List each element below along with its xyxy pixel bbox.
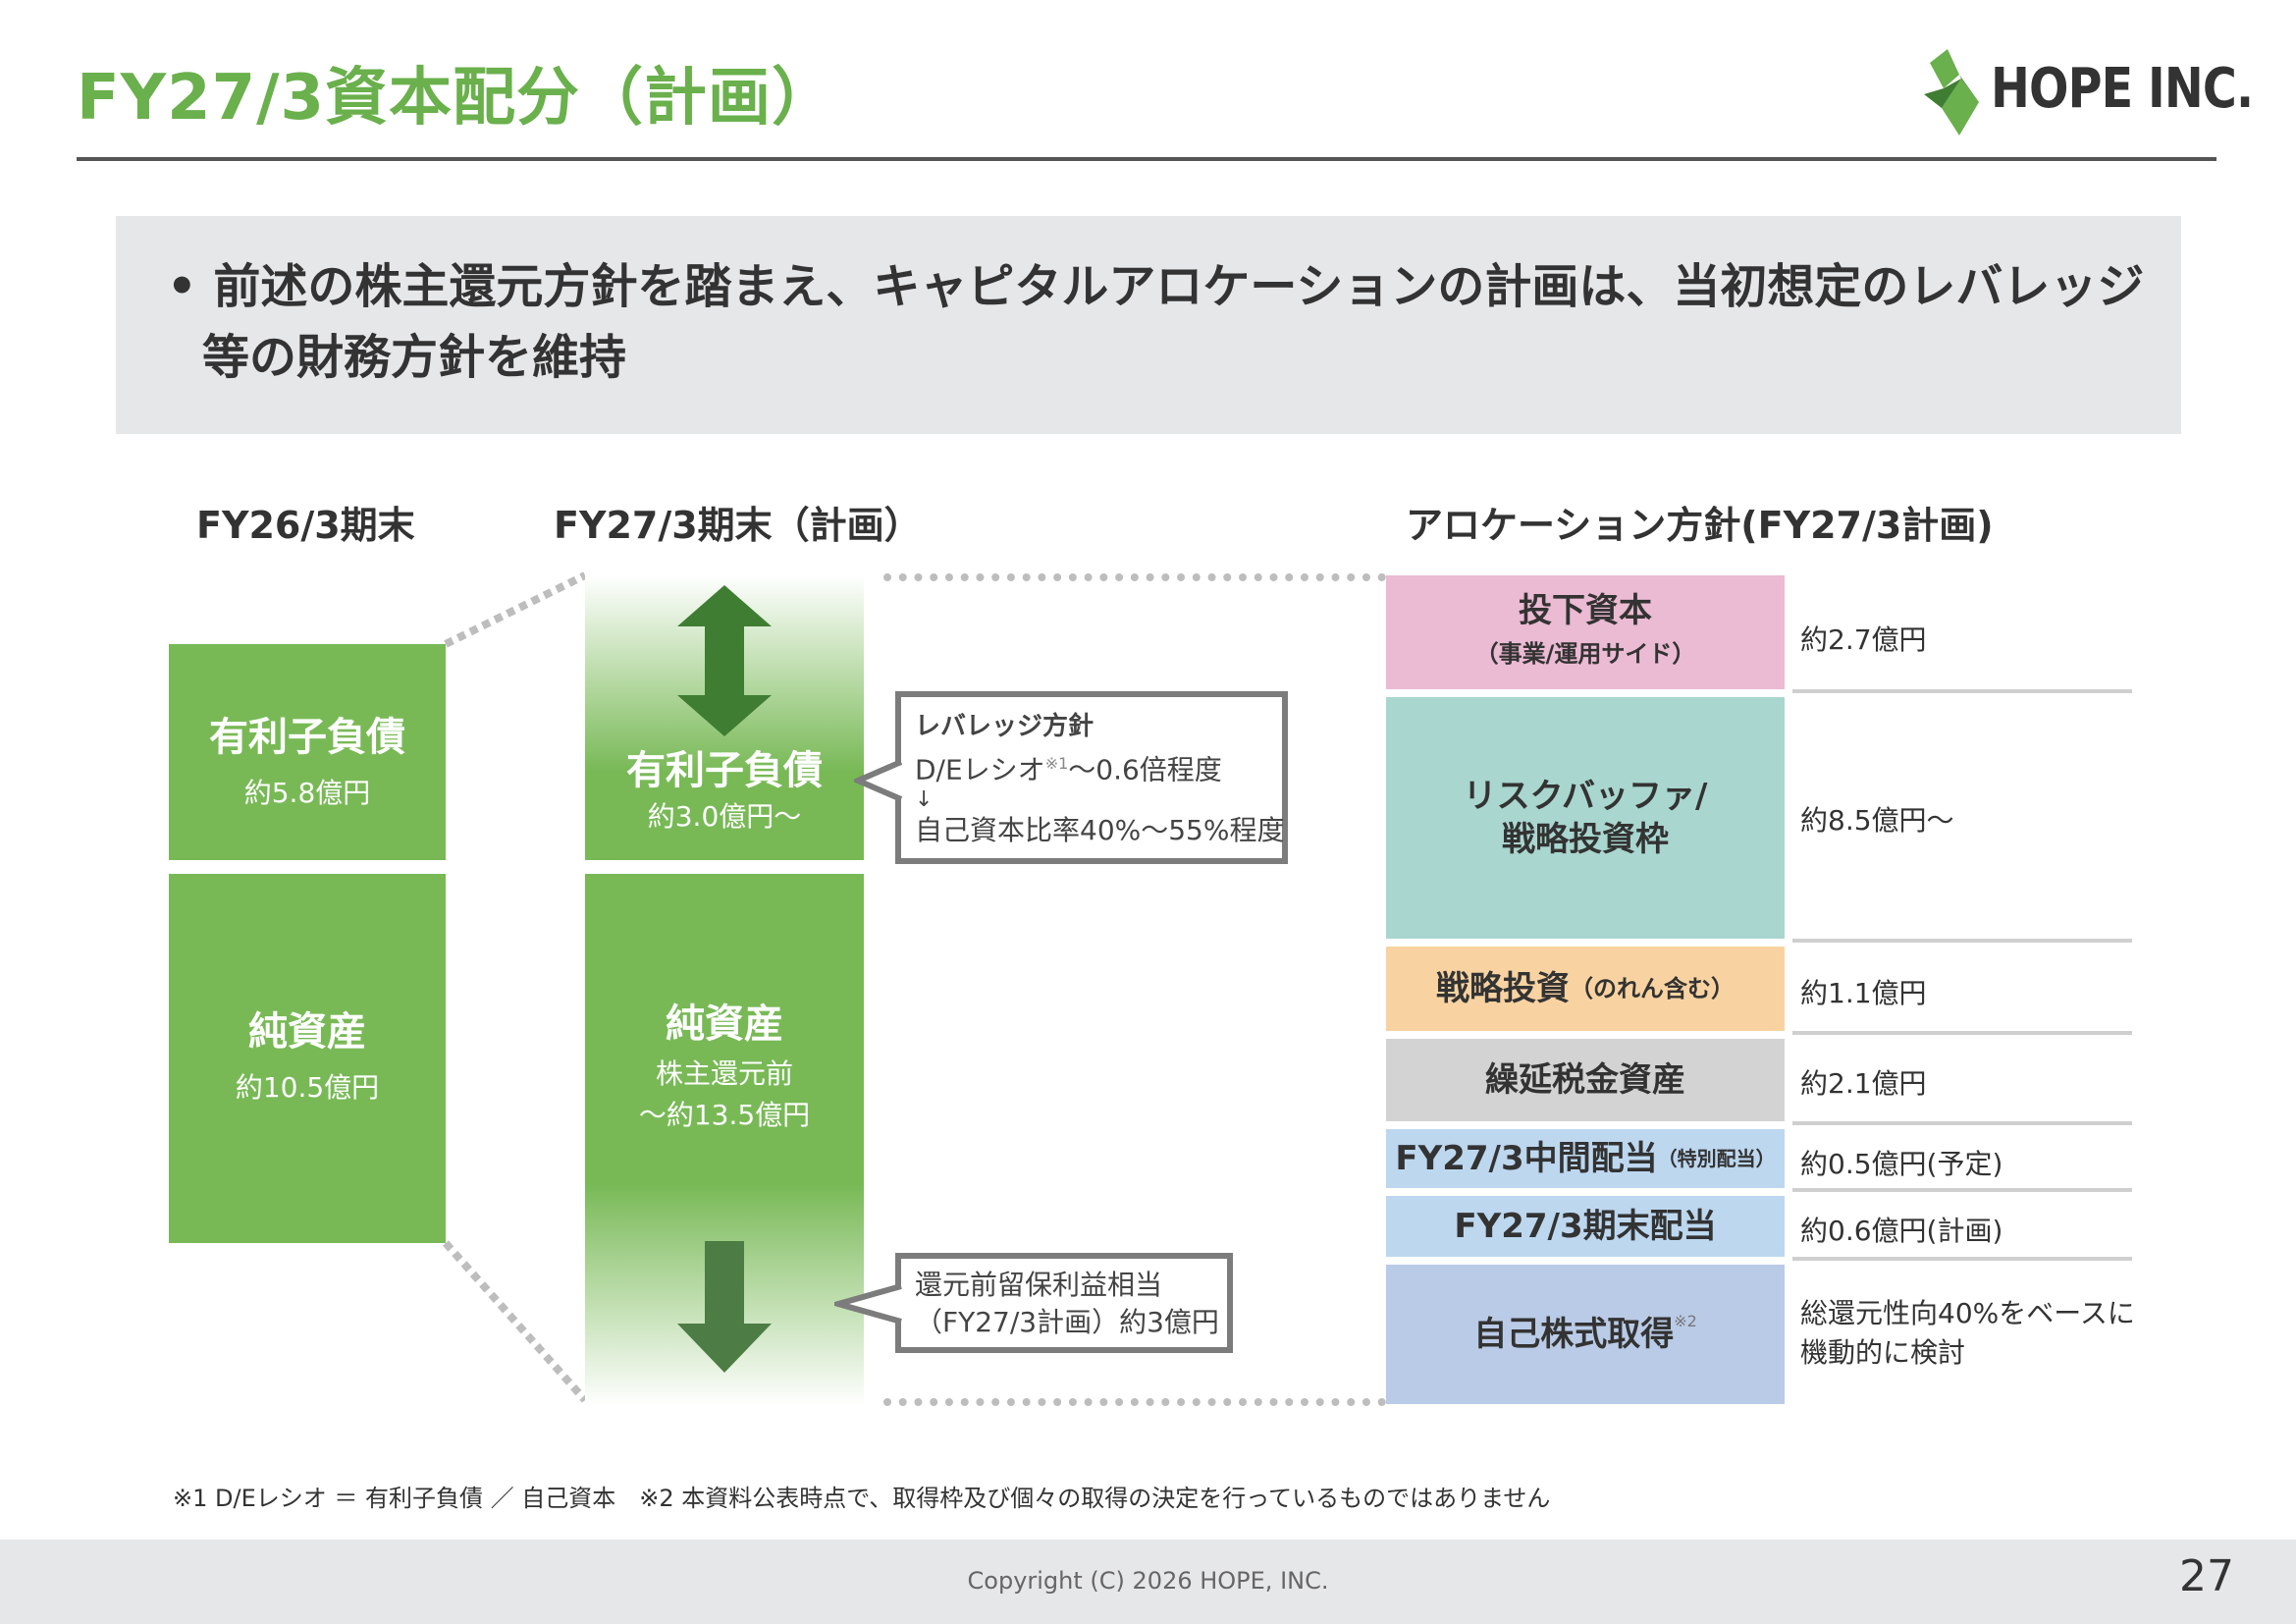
allocation-label: 戦略投資	[1436, 969, 1570, 1008]
fy27-equity-sub2: ～約13.5億円	[638, 1099, 811, 1131]
copyright: Copyright (C) 2026 HOPE, INC.	[967, 1567, 1329, 1595]
footer-bar	[0, 1540, 2296, 1624]
fy27-debt-text: 有利子負債 約3.0億円～	[585, 738, 864, 835]
page-number: 27	[2179, 1551, 2234, 1601]
fy26-equity-value: 約10.5億円	[235, 1071, 380, 1104]
allocation-share-buyback: 自己株式取得※2	[1386, 1265, 1785, 1404]
fy27-divider	[585, 860, 864, 874]
allocation-value: 約8.5億円～	[1800, 804, 1954, 837]
allocation-separator	[1792, 1031, 2132, 1035]
retained-earnings-callout: 還元前留保利益相当 （FY27/3計画）約3億円	[895, 1253, 1233, 1353]
allocation-label: FY27/3中間配当	[1395, 1139, 1658, 1178]
dotted-top-line	[883, 573, 1386, 581]
allocation-label: 繰延税金資産	[1485, 1060, 1685, 1100]
allocation-value: 約0.6億円(計画)	[1800, 1215, 2003, 1247]
fy26-debt-value: 約5.8億円	[243, 777, 371, 809]
dotted-bottom-line	[883, 1398, 1386, 1406]
fy26-debt-block: 有利子負債 約5.8億円	[169, 644, 446, 860]
fy26-equity-block: 純資産 約10.5億円	[169, 874, 446, 1243]
retained-line-1: 還元前留保利益相当	[915, 1269, 1163, 1301]
footnote-ref-2: ※2	[1674, 1312, 1697, 1330]
fy27-debt-value: 約3.0億円～	[647, 800, 802, 833]
retained-line-2: （FY27/3計画）約3億円	[915, 1306, 1219, 1338]
summary-box	[116, 216, 2181, 434]
allocation-value: 約1.1億円	[1800, 977, 1927, 1009]
logo-text: HOPE INC.	[1991, 57, 2254, 121]
summary-line-1: • 前述の株主還元方針を踏まえ、キャピタルアロケーションの計画は、当初想定のレバ…	[167, 259, 2145, 314]
connector-lines	[443, 571, 588, 1403]
allocation-separator	[1792, 939, 2132, 943]
allocation-invested-capital: 投下資本 （事業/運用サイド）	[1386, 575, 1785, 689]
allocation-strategic-investment: 戦略投資（のれん含む）	[1386, 947, 1785, 1031]
allocation-label: リスクバッファ/ 戦略投資枠	[1463, 777, 1708, 859]
allocation-value: 約0.5億円(予定)	[1800, 1148, 2003, 1180]
allocation-separator	[1792, 1188, 2132, 1192]
allocation-separator	[1792, 1257, 2132, 1261]
allocation-sub: （特別配当）	[1657, 1147, 1776, 1170]
allocation-separator	[1792, 1121, 2132, 1125]
leverage-arrow: ↓	[915, 787, 934, 813]
leverage-line-1: D/Eレシオ※1～0.6倍程度	[915, 746, 1268, 787]
callout-pointer-2	[834, 1283, 902, 1325]
hope-logo-icon	[1924, 49, 1979, 135]
page-title: FY27/3資本配分（計画）	[77, 62, 836, 135]
fy27-debt-label: 有利子負債	[626, 748, 823, 793]
allocation-sub: （事業/運用サイド）	[1474, 640, 1696, 668]
column-header-fy26: FY26/3期末	[196, 504, 415, 547]
title-divider	[77, 157, 2216, 161]
allocation-sub: （のれん含む）	[1570, 975, 1735, 1002]
callout-pointer-1	[854, 759, 903, 802]
fy27-equity-label: 純資産	[666, 1001, 783, 1047]
leverage-title: レバレッジ方針	[915, 712, 1095, 741]
allocation-value: 約2.1億円	[1800, 1067, 1927, 1100]
footnote: ※1 D/Eレシオ ＝ 有利子負債 ／ 自己資本 ※2 本資料公表時点で、取得枠…	[173, 1485, 1551, 1512]
allocation-value: 約2.7億円	[1800, 623, 1927, 656]
allocation-interim-dividend: FY27/3中間配当（特別配当）	[1386, 1129, 1785, 1188]
footnote-ref-1: ※1	[1044, 754, 1069, 773]
summary-text: • 前述の株主還元方針を踏まえ、キャピタルアロケーションの計画は、当初想定のレバ…	[167, 251, 2160, 393]
allocation-deferred-tax-assets: 繰延税金資産	[1386, 1039, 1785, 1121]
allocation-label: FY27/3期末配当	[1454, 1207, 1717, 1246]
allocation-year-end-dividend: FY27/3期末配当	[1386, 1196, 1785, 1257]
de-ratio-value: ～0.6倍程度	[1068, 753, 1222, 786]
fy27-equity-text: 純資産 株主還元前 ～約13.5億円	[585, 992, 864, 1133]
allocation-label: 自己株式取得	[1473, 1315, 1675, 1354]
allocation-label: 投下資本	[1519, 591, 1652, 630]
down-arrow-icon	[677, 1241, 772, 1373]
column-header-allocation: アロケーション方針(FY27/3計画)	[1406, 504, 1994, 547]
fy26-equity-label: 純資産	[248, 1009, 366, 1055]
allocation-value: 総還元性向40%をベースに 機動的に検討	[1800, 1297, 2135, 1369]
leverage-line-2: 自己資本比率40%～55%程度	[915, 814, 1285, 847]
leverage-callout: レバレッジ方針 D/Eレシオ※1～0.6倍程度 ↓ 自己資本比率40%～55%程…	[895, 691, 1288, 864]
de-ratio-label: D/Eレシオ	[915, 753, 1045, 786]
double-arrow-icon	[677, 585, 772, 736]
summary-line-2: 等の財務方針を維持	[202, 330, 627, 385]
column-header-fy27: FY27/3期末（計画）	[554, 504, 922, 547]
allocation-separator	[1792, 689, 2132, 693]
fy26-debt-label: 有利子負債	[209, 715, 405, 760]
fy27-equity-sub1: 株主還元前	[655, 1057, 793, 1090]
allocation-risk-buffer: リスクバッファ/ 戦略投資枠	[1386, 697, 1785, 939]
